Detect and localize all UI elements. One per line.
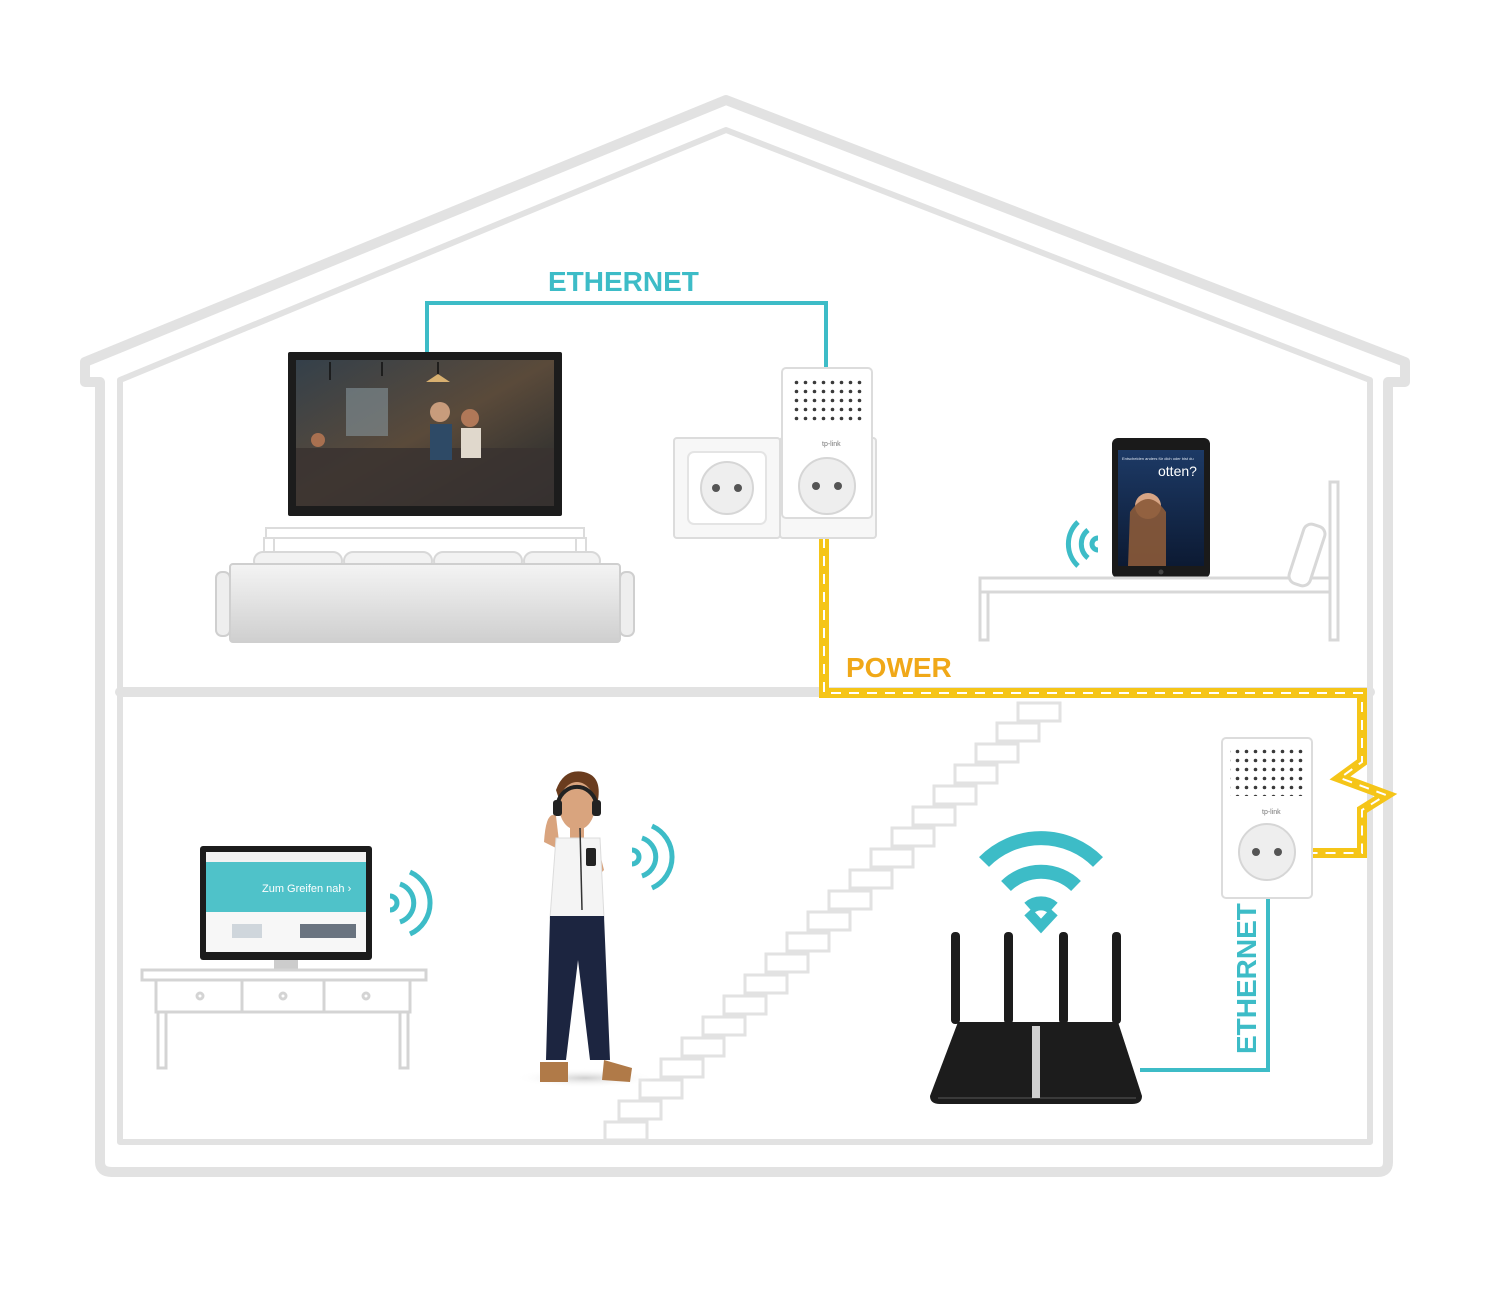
powerline-adapter-top: tp-link <box>779 367 877 539</box>
power-line <box>819 538 1398 858</box>
tablet-header-text: Entscheiden anders für dich oder bist du <box>1122 456 1194 461</box>
laptop-monitor: Zum Greifen nah › <box>200 846 372 970</box>
powerline-brand-bottom: tp-link <box>1262 809 1281 816</box>
staircase <box>603 701 1062 1142</box>
person-with-headphones <box>515 771 655 1088</box>
ethernet-cable-top <box>425 301 828 372</box>
dresser <box>140 968 428 1070</box>
wifi-signal-laptop-icon <box>389 869 433 937</box>
television <box>288 352 562 516</box>
router <box>930 932 1142 1104</box>
wifi-symbol-icon <box>979 831 1103 934</box>
bed <box>978 480 1340 642</box>
powerline-brand-top: tp-link <box>822 441 841 448</box>
power-label: POWER <box>846 652 952 683</box>
wall-socket <box>673 437 781 539</box>
tablet-brand-text: otten? <box>1158 463 1197 479</box>
ethernet-label-top: ETHERNET <box>548 266 699 297</box>
tablet: Entscheiden anders für dich oder bist du… <box>1112 438 1210 578</box>
sofa <box>215 527 635 643</box>
ethernet-label-bottom: ETHERNET <box>1231 903 1262 1054</box>
powerline-adapter-bottom: tp-link <box>1221 737 1313 899</box>
wifi-signal-person-icon <box>631 823 675 891</box>
ethernet-cable-bottom <box>1140 896 1270 1072</box>
wifi-signal-tablet-icon <box>1065 520 1099 568</box>
laptop-screen-text: Zum Greifen nah › <box>262 883 352 895</box>
